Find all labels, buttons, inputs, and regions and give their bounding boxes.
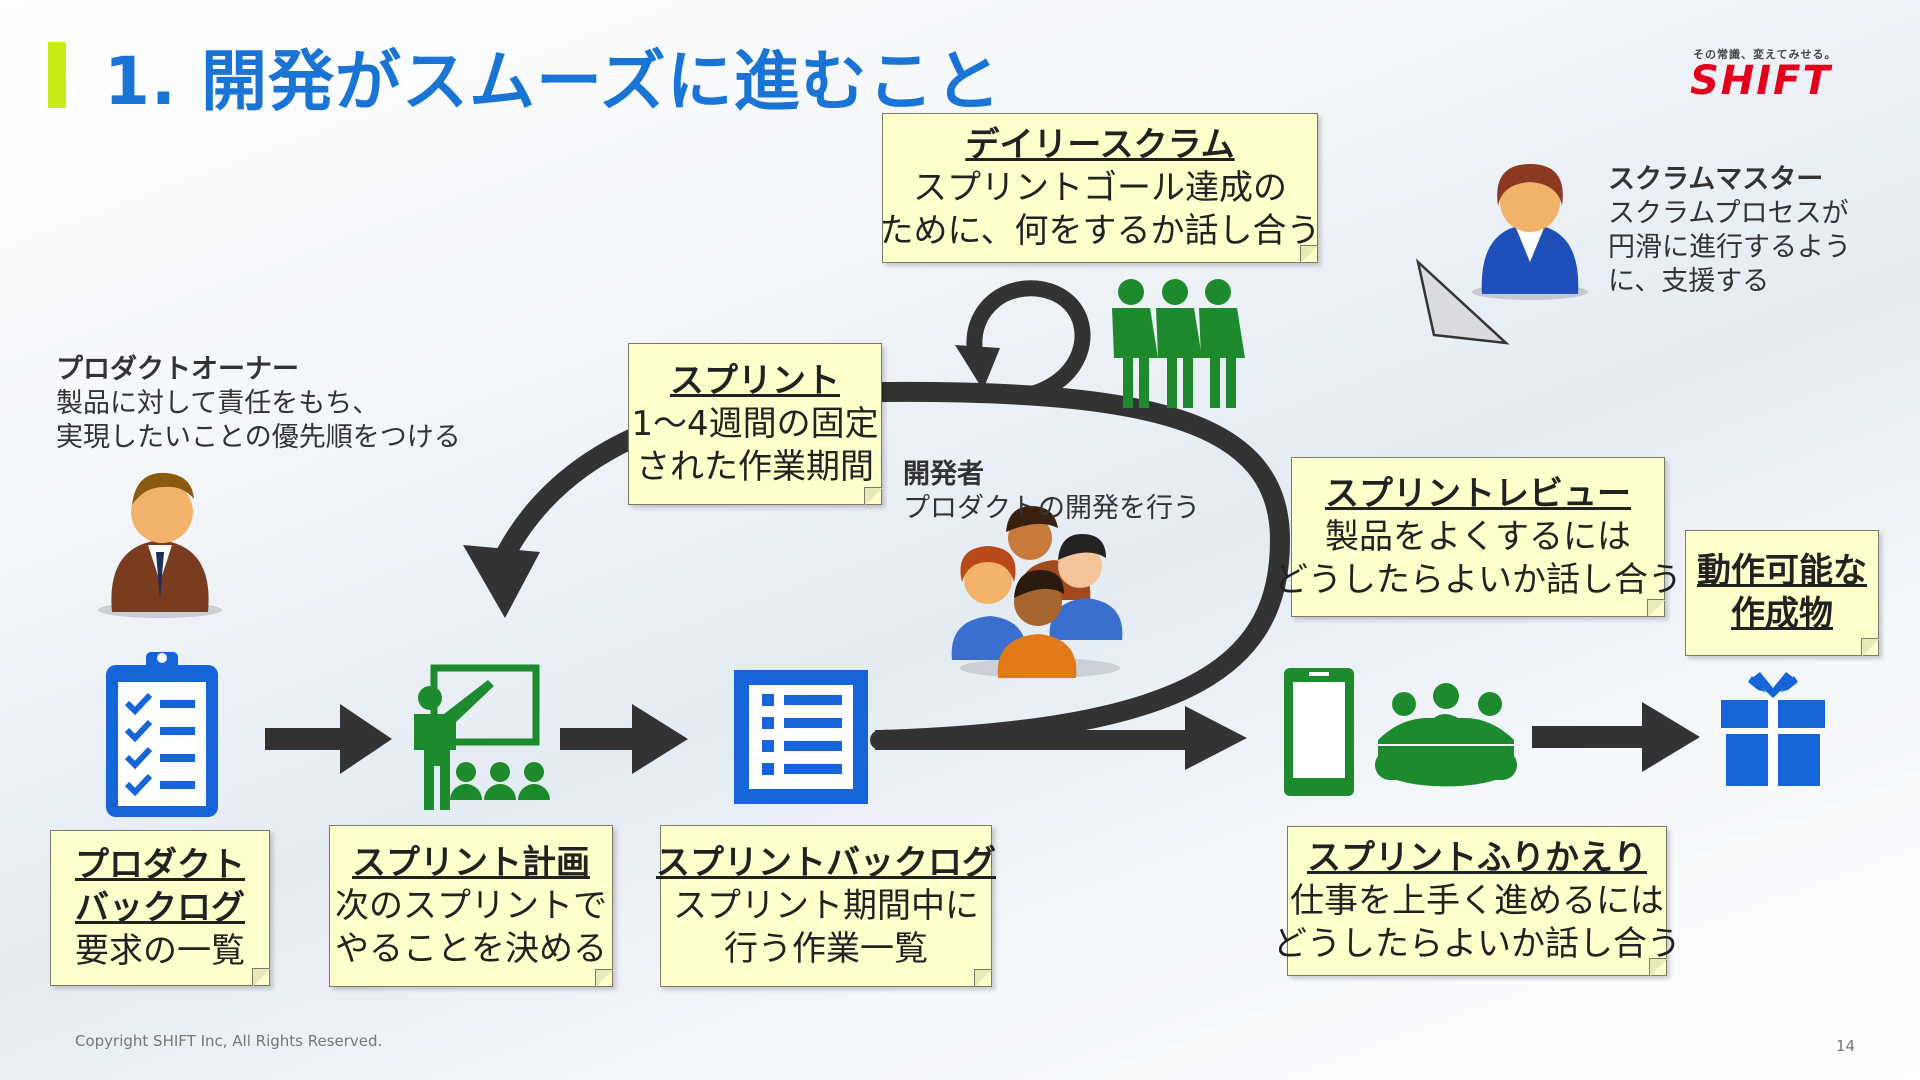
list-document-icon bbox=[734, 670, 868, 804]
note-working-product: 動作可能な 作成物 bbox=[1685, 530, 1879, 656]
page-number: 14 bbox=[1836, 1037, 1856, 1055]
pointer-triangle bbox=[1415, 258, 1510, 345]
product-owner-desc-1: 製品に対して責任をもち、 bbox=[56, 388, 380, 419]
sprint-backlog-line2: 行う作業一覧 bbox=[724, 928, 928, 969]
product-backlog-line3: 要求の一覧 bbox=[75, 930, 245, 971]
note-sprint-retrospective: スプリントふりかえり 仕事を上手く進めるには どうしたらよいか話し合う bbox=[1273, 826, 1681, 976]
developers-name: 開発者 bbox=[903, 459, 984, 490]
copyright-text: Copyright SHIFT Inc, All Rights Reserved… bbox=[75, 1032, 383, 1050]
note-product-backlog: プロダクト バックログ 要求の一覧 bbox=[50, 830, 270, 986]
product-backlog-line2: バックログ bbox=[75, 887, 245, 928]
sprint-backlog-line1: スプリント期間中に bbox=[673, 885, 979, 926]
note-sprint-backlog: スプリントバックログ スプリント期間中に 行う作業一覧 bbox=[656, 825, 996, 987]
retrospective-heading: スプリントふりかえり bbox=[1307, 837, 1647, 878]
sprint-line2: された作業期間 bbox=[636, 446, 874, 487]
sprint-review-line2: どうしたらよいか話し合う bbox=[1274, 559, 1682, 600]
scrum-master-desc-2: 円滑に進行するよう bbox=[1608, 232, 1851, 263]
sprint-backlog-heading: スプリントバックログ bbox=[656, 842, 996, 883]
gift-box-icon bbox=[1721, 672, 1825, 790]
product-owner-desc-2: 実現したいことの優先順をつける bbox=[56, 422, 461, 453]
developers-desc: プロダクトの開発を行う bbox=[903, 493, 1200, 524]
title-accent-bar bbox=[48, 42, 66, 108]
three-people-icon bbox=[1112, 279, 1245, 408]
developers-group-avatar bbox=[951, 506, 1123, 678]
developers-label: 開発者 プロダクトの開発を行う bbox=[903, 458, 1200, 526]
teacher-board-icon bbox=[414, 664, 550, 810]
working-product-line1: 動作可能な bbox=[1697, 551, 1867, 591]
meeting-group-icon bbox=[1375, 683, 1517, 787]
daily-scrum-line2: ために、何をするか話し合う bbox=[879, 210, 1321, 251]
smartphone-icon bbox=[1284, 668, 1354, 796]
sprint-review-line1: 製品をよくするには bbox=[1325, 516, 1631, 557]
scrum-master-avatar bbox=[1472, 164, 1588, 300]
product-owner-avatar bbox=[98, 472, 222, 618]
scrum-master-name: スクラムマスター bbox=[1608, 164, 1824, 195]
sprint-loop-arrowhead bbox=[463, 545, 540, 618]
sprint-planning-line1: 次のスプリントで bbox=[335, 885, 607, 926]
sprint-planning-heading: スプリント計画 bbox=[352, 842, 590, 883]
product-owner-label: プロダクトオーナー 製品に対して責任をもち、 実現したいことの優先順をつける bbox=[56, 353, 461, 455]
arrow-planning-to-sprint-backlog bbox=[560, 704, 688, 774]
arrow-sprint-to-increment bbox=[875, 706, 1247, 770]
loop-arrow-icon bbox=[955, 280, 1091, 403]
retrospective-line1: 仕事を上手く進めるには bbox=[1290, 880, 1664, 921]
sprint-loop-path bbox=[490, 381, 1291, 750]
scrum-master-label: スクラムマスター スクラムプロセスが 円滑に進行するよう に、支援する bbox=[1608, 163, 1851, 299]
retrospective-line2: どうしたらよいか話し合う bbox=[1273, 923, 1681, 964]
note-daily-scrum: デイリースクラム スプリントゴール達成の ために、何をするか話し合う bbox=[879, 113, 1321, 263]
arrow-backlog-to-planning bbox=[265, 704, 392, 774]
note-sprint-planning: スプリント計画 次のスプリントで やることを決める bbox=[329, 825, 613, 987]
daily-scrum-heading: デイリースクラム bbox=[965, 124, 1235, 165]
arrow-to-product bbox=[1532, 702, 1700, 772]
daily-scrum-line1: スプリントゴール達成の bbox=[913, 167, 1287, 208]
sprint-heading: スプリント bbox=[670, 360, 840, 401]
scrum-master-desc-1: スクラムプロセスが bbox=[1608, 198, 1849, 229]
shift-logo: SHIFT bbox=[1690, 58, 1832, 104]
product-owner-name: プロダクトオーナー bbox=[56, 354, 299, 385]
logo-tagline: その常識、変えてみせる。 bbox=[1693, 48, 1837, 61]
sprint-planning-line2: やることを決める bbox=[335, 928, 607, 969]
sprint-review-heading: スプリントレビュー bbox=[1325, 473, 1631, 514]
working-product-line2: 作成物 bbox=[1731, 594, 1833, 634]
clipboard-checklist-icon bbox=[106, 652, 218, 817]
sprint-line1: 1～4週間の固定 bbox=[631, 403, 879, 444]
page-title: 1. 開発がスムーズに進むこと bbox=[104, 43, 1002, 120]
note-sprint: スプリント 1～4週間の固定 された作業期間 bbox=[628, 343, 882, 505]
product-backlog-line1: プロダクト bbox=[75, 844, 245, 885]
note-sprint-review: スプリントレビュー 製品をよくするには どうしたらよいか話し合う bbox=[1274, 457, 1682, 617]
scrum-master-desc-3: に、支援する bbox=[1608, 266, 1770, 297]
